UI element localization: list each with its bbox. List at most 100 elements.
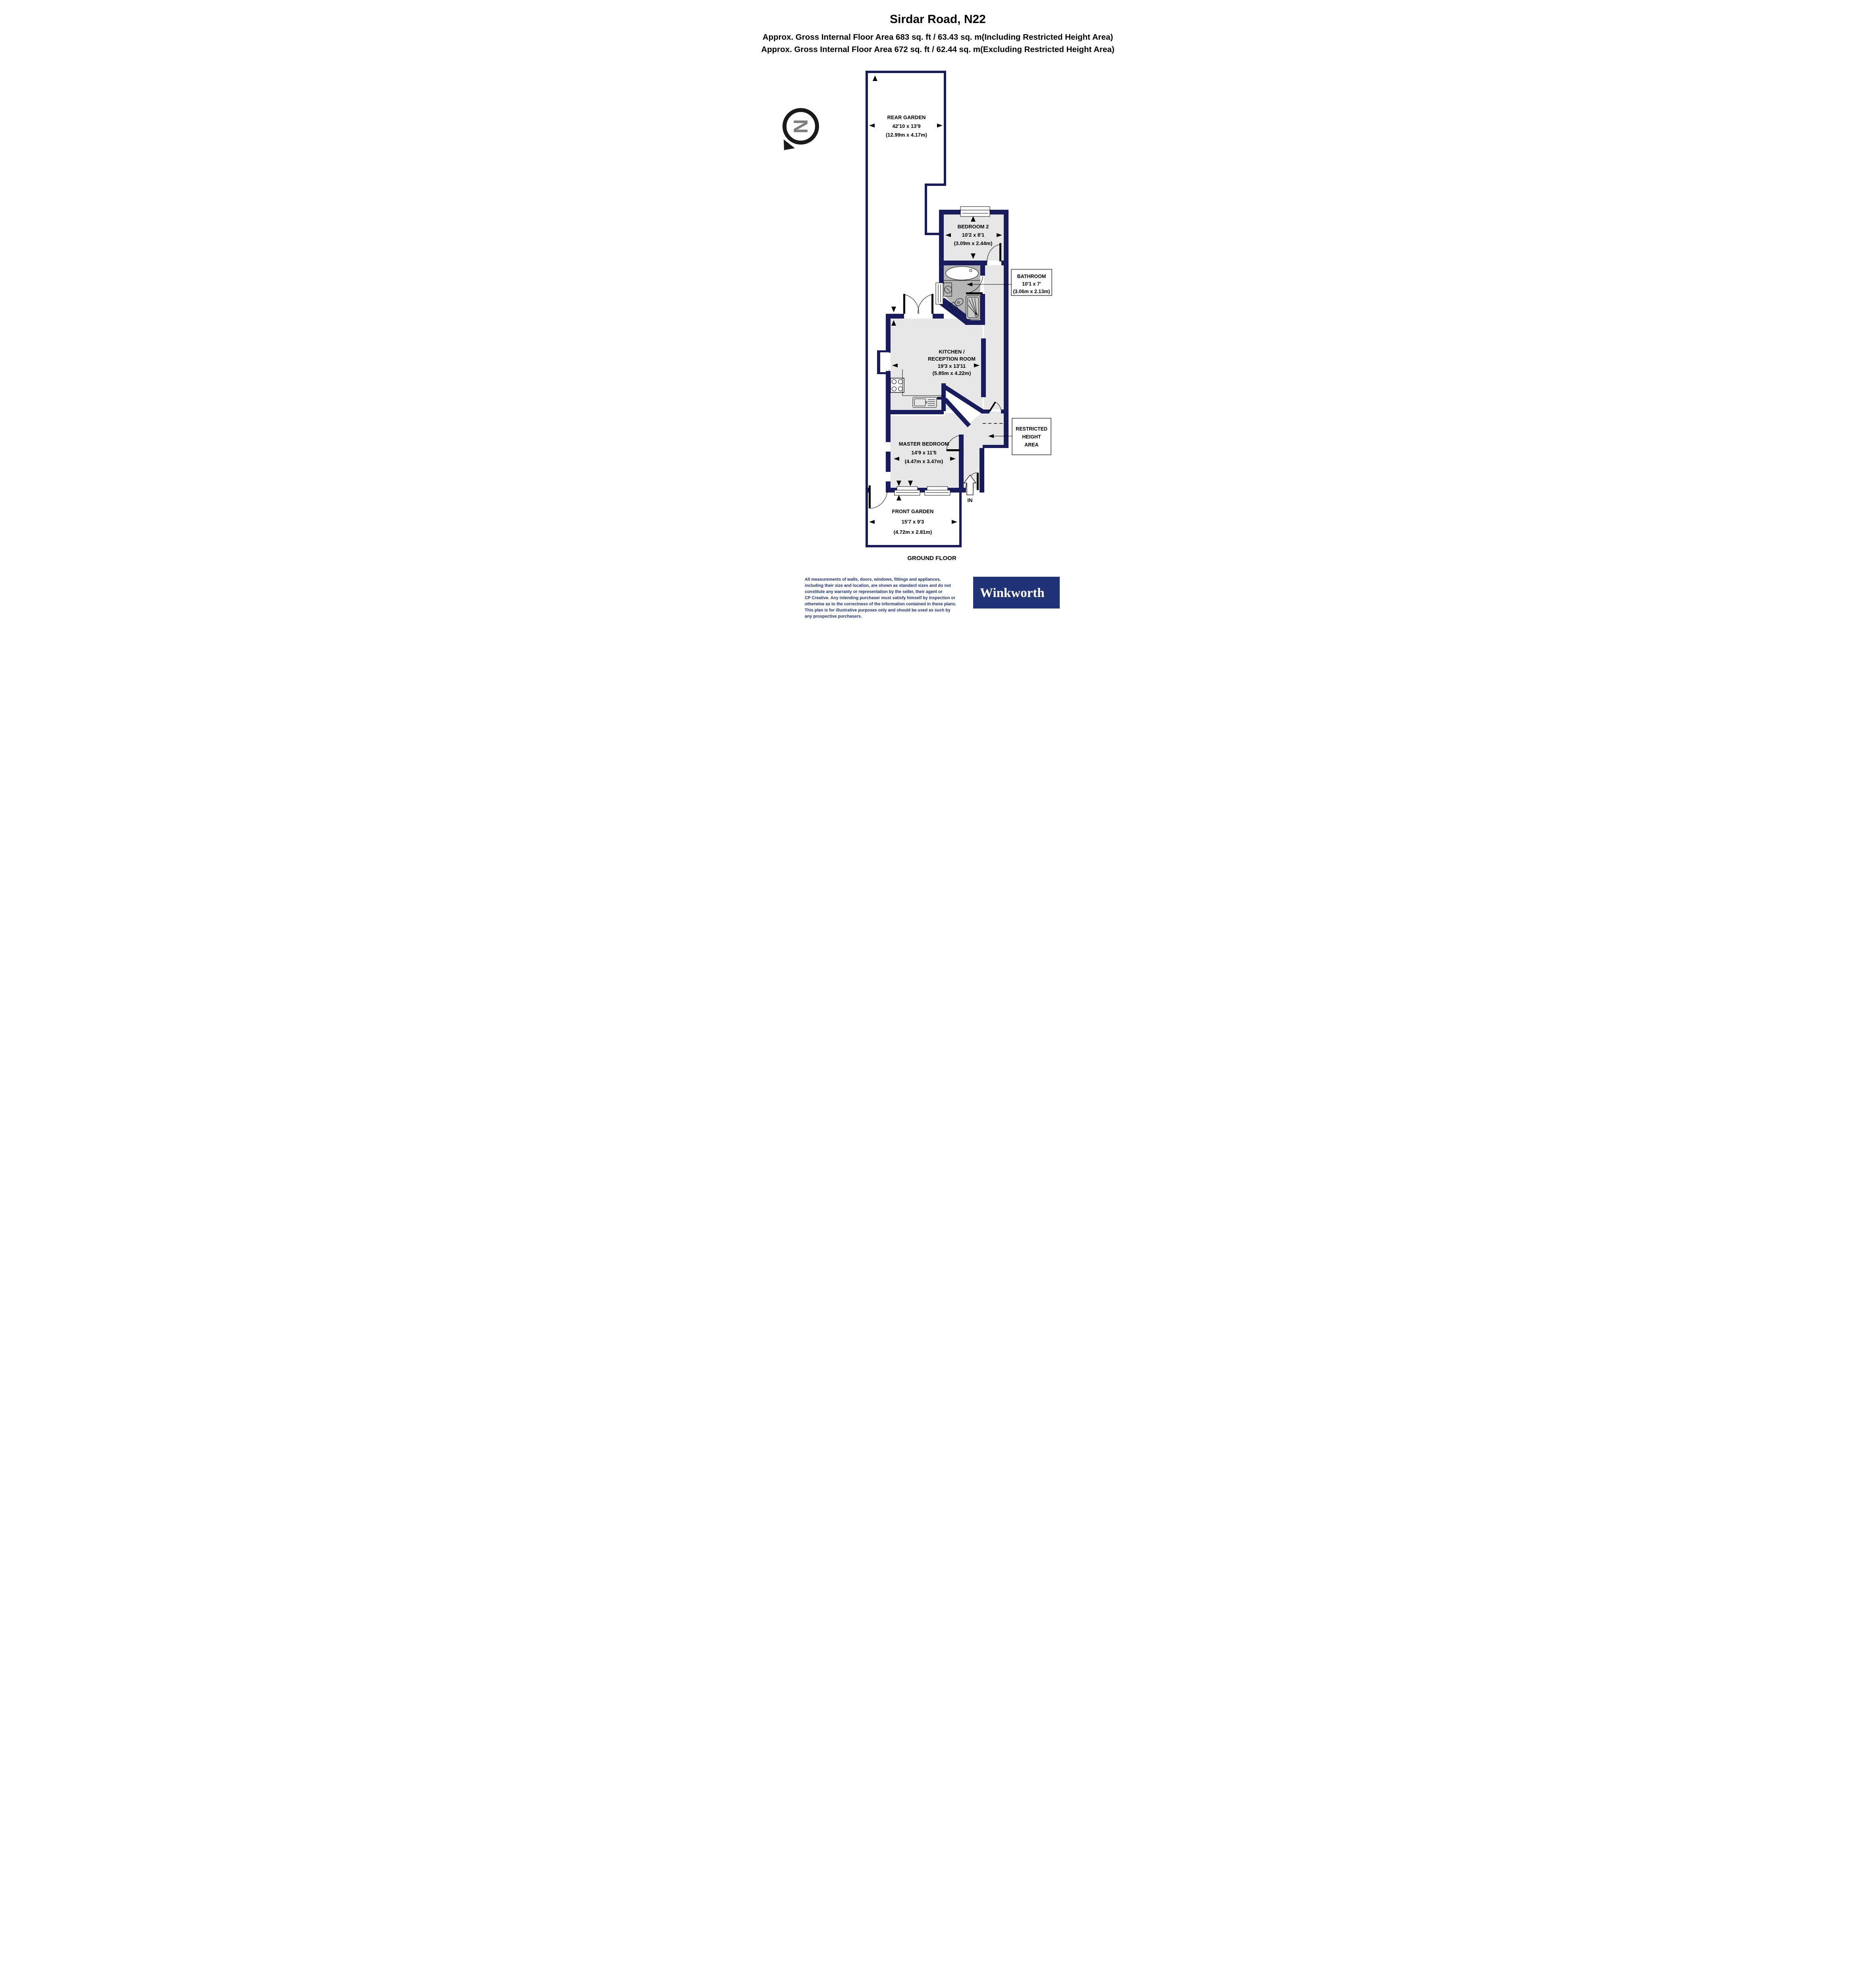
kitchen-wall-right [981, 338, 986, 397]
bathroom-wall-bottom [965, 320, 985, 325]
front-garden-wall-bottom [866, 545, 962, 547]
restricted-wall-top-left [981, 410, 989, 413]
bedroom2-wall-bottom [939, 261, 987, 265]
front-garden-dims-metric: (4.72m x 2.81m) [894, 529, 932, 535]
rear-garden-wall-jog [925, 184, 946, 186]
sink-icon [912, 397, 937, 408]
compass-pointer [784, 139, 795, 150]
front-garden-wall-right [959, 493, 962, 547]
master-window-2 [924, 486, 951, 496]
bathroom-name: BATHROOM [1017, 274, 1046, 279]
logo-background [973, 577, 1060, 609]
header: Sirdar Road, N22 Approx. Gross Internal … [761, 13, 1114, 54]
recess-wall-left [877, 350, 880, 373]
lower-diagonal-wall [943, 398, 971, 427]
bedroom2-arrow-up [971, 216, 976, 222]
boundary-wall-left [866, 71, 868, 547]
master-name: MASTER BEDROOM [899, 441, 949, 447]
kitchen-wall-bottom [886, 410, 944, 414]
floor-label: GROUND FLOOR [907, 555, 956, 562]
bedroom2-dims-imperial: 10'2 x 8'1 [962, 232, 985, 238]
rear-garden-arrow-right [937, 124, 943, 128]
recess-wall-bottom [877, 372, 889, 374]
disclaimer-line-3: constitute any warranty or representatio… [805, 589, 943, 594]
corridor-floor [984, 265, 1004, 410]
compass-icon: N [782, 108, 819, 150]
footer: All measurements of walls, doors, window… [805, 577, 1060, 619]
bathroom-door [966, 276, 983, 294]
bathtub-icon [944, 266, 980, 281]
master-arrow-right [950, 457, 956, 461]
kitchen-arrow-up-top [891, 320, 896, 326]
kitchen-wall-top-right [933, 314, 944, 319]
in-label: IN [968, 497, 973, 503]
front-garden-label: FRONT GARDEN 15'7 x 9'3 (4.72m x 2.81m) [892, 508, 934, 535]
floorplan-page: Sirdar Road, N22 Approx. Gross Internal … [727, 0, 1149, 633]
kitchen-dims-metric: (5.85m x 4.22m) [933, 370, 971, 376]
bedroom2-wall-bottom-right [1001, 261, 1004, 265]
front-garden-arrow-left [869, 520, 875, 524]
shower-icon [966, 295, 981, 320]
bedroom2-bathroom-wall-left [939, 210, 944, 284]
dimension-arrows [869, 75, 1002, 524]
subtitle-including: Approx. Gross Internal Floor Area 683 sq… [763, 33, 1113, 42]
restricted-line3: AREA [1024, 442, 1038, 448]
rear-garden-wall-right [944, 71, 946, 186]
bathroom-wall-right-lower [980, 294, 985, 320]
master-door [946, 435, 962, 451]
french-doors [903, 294, 933, 314]
windows [894, 206, 990, 496]
building-wall-right [1004, 210, 1009, 448]
master-alcove-2 [886, 472, 891, 481]
master-label: MASTER BEDROOM 14'9 x 11'5 (4.47m x 3.47… [899, 441, 949, 464]
bathroom-dims-imperial: 10'1 x 7' [1022, 281, 1041, 287]
rear-garden-dims-imperial: 42'10 x 13'9 [892, 123, 920, 129]
kitchen-floor [891, 319, 983, 410]
rear-garden-wall-top [866, 71, 946, 73]
counter-line [902, 369, 944, 396]
disclaimer-line-4: CP Creative. Any intending purchaser mus… [805, 596, 955, 601]
lightwell-wedge [946, 390, 981, 424]
master-arrow-down [908, 481, 913, 486]
bathroom-label-box: BATHROOM 10'1 x 7' (3.06m x 2.13m) [967, 269, 1052, 296]
bedroom2-arrow-down [971, 253, 976, 259]
disclaimer-line-2: including their size and location, are s… [805, 583, 951, 588]
bedroom2-arrow-left [945, 233, 951, 237]
kitchen-dims-imperial: 19'3 x 13'11 [938, 363, 966, 369]
disclaimer-line-5: otherwise as to the correctness of the i… [805, 602, 956, 607]
master-arrow-left [894, 457, 899, 461]
side-return-wall [925, 184, 927, 235]
kitchen-recess-box [880, 352, 889, 371]
porch-door [869, 485, 888, 509]
front-garden-arrow-right [952, 520, 957, 524]
page-title: Sirdar Road, N22 [890, 13, 986, 26]
side-return-step [925, 233, 941, 235]
front-garden-name: FRONT GARDEN [892, 508, 934, 514]
bedroom2-window [960, 206, 990, 217]
toilet-icon [949, 298, 964, 311]
front-garden-arrow-down [896, 481, 901, 486]
kitchen-arrow-down-top [891, 307, 896, 312]
recess-wall-top [877, 350, 889, 352]
master-dims-imperial: 14'9 x 11'5 [911, 450, 936, 456]
master-window-1 [894, 486, 920, 496]
diagonal-nub-wall [937, 397, 946, 400]
disclaimer-line-7: any prospective purchasers. [805, 614, 862, 619]
restricted-line1: RESTRICTED [1016, 426, 1047, 432]
rear-garden-arrow-left [869, 124, 875, 128]
front-wall-far-left [866, 488, 869, 493]
rear-garden-label: REAR GARDEN 42'10 x 13'9 (12.99m x 4.17m… [886, 114, 927, 138]
subtitle-excluding: Approx. Gross Internal Floor Area 672 sq… [761, 45, 1114, 54]
disclaimer-line-1: All measurements of walls, doors, window… [805, 577, 941, 582]
entrance-wall-bottom [948, 488, 966, 493]
restricted-label-box: RESTRICTED HEIGHT AREA [983, 418, 1051, 455]
bathroom-dims-metric: (3.06m x 2.13m) [1013, 289, 1050, 294]
front-wall-seg1 [886, 488, 897, 493]
kitchen-label: KITCHEN / RECEPTION ROOM 19'3 x 13'11 (5… [928, 349, 976, 376]
bedroom2-label: BEDROOM 2 10'2 x 8'1 (3.09m x 2.44m) [954, 224, 993, 246]
restricted-line2: HEIGHT [1022, 434, 1041, 440]
front-garden-dims-imperial: 15'7 x 9'3 [902, 519, 924, 525]
compass-north-letter: N [790, 119, 812, 133]
master-wall-right [959, 435, 964, 493]
restricted-wall-bottom [983, 445, 1009, 448]
